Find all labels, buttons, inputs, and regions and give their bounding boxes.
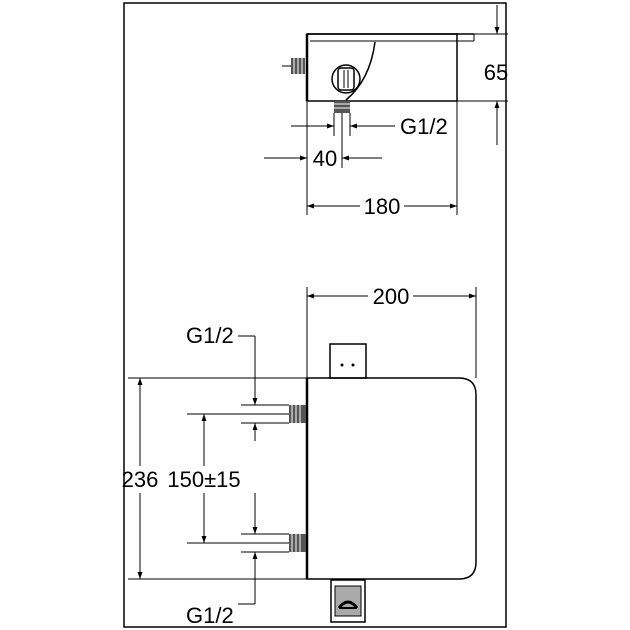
- dim-depth-label: 65: [484, 60, 508, 85]
- top-view: 65 G1/2 40 180: [264, 5, 508, 219]
- thread-stub-icon: [282, 58, 305, 74]
- dim-spacing-label: 40: [313, 146, 337, 171]
- thread-stub-icon: [334, 101, 350, 113]
- top-view-curve: [345, 41, 376, 101]
- dim-height-label: 236: [122, 467, 159, 492]
- top-view-body: [306, 33, 458, 102]
- dim-thread-top-label: G1/2: [186, 323, 234, 348]
- dim-thread-bottom-label: G1/2: [186, 603, 234, 628]
- thread-stub-icon: [289, 405, 306, 423]
- control-box: [329, 343, 367, 379]
- dim-width-label: 180: [364, 194, 401, 219]
- front-view-body: [306, 377, 477, 580]
- dim-inlet-spacing-label: 150±15: [167, 467, 240, 492]
- hose-connector-icon: [331, 64, 361, 94]
- outlet-connector-icon: [330, 579, 366, 623]
- front-view: 200 G1/2 G1/2 150±15 236: [122, 284, 477, 628]
- dim-front-width-label: 200: [373, 284, 410, 309]
- thread-stub-icon: [289, 534, 306, 552]
- dim-thread-label: G1/2: [400, 114, 448, 139]
- drawing-frame: [123, 2, 507, 628]
